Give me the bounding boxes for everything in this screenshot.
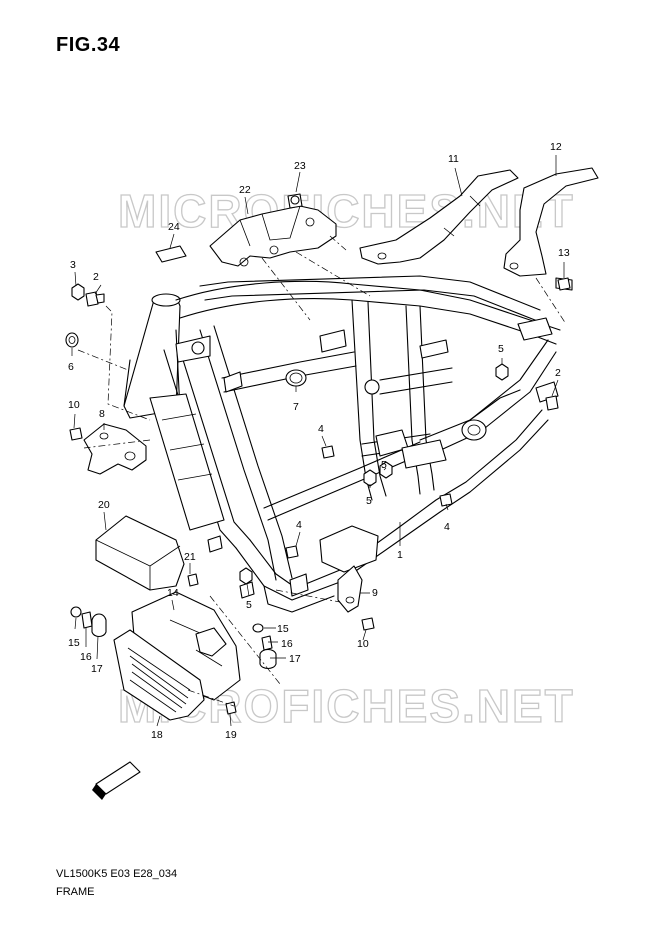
part-label-10-lower: 10	[357, 638, 369, 650]
forward-direction-badge: FWD	[92, 761, 141, 800]
main-frame	[123, 275, 561, 613]
part-label-13: 13	[558, 247, 570, 259]
side-cover	[131, 591, 241, 701]
part-label-6: 6	[68, 361, 74, 373]
part-label-21: 21	[184, 551, 196, 563]
battery-box	[95, 515, 185, 591]
part-label-16-right: 16	[281, 638, 293, 650]
part-labels: 1 2 2 3 4 4 4 5 5 5 5 6 7 8 9 10 10 11 1…	[68, 141, 570, 741]
part-label-19: 19	[225, 729, 237, 741]
part-label-12: 12	[550, 141, 562, 153]
part-label-5-upper: 5	[381, 459, 387, 471]
diagram-name: FRAME	[56, 886, 95, 898]
part-label-16-left: 16	[80, 651, 92, 663]
part-label-14: 14	[167, 587, 179, 599]
part-label-4-upper: 4	[318, 423, 324, 435]
left-small-parts	[65, 283, 147, 475]
part-label-17-right: 17	[289, 653, 301, 665]
watermark-top: MICROFICHES.NET	[118, 185, 575, 237]
part-label-15-right: 15	[277, 623, 289, 635]
part-label-2-left: 2	[93, 271, 99, 283]
part-label-24: 24	[168, 221, 180, 233]
grille-cover	[113, 629, 205, 721]
part-label-17-left: 17	[91, 663, 103, 675]
part-label-9: 9	[372, 587, 378, 599]
part-label-5-lower: 5	[246, 599, 252, 611]
part-label-20: 20	[98, 499, 110, 511]
part-label-23: 23	[294, 160, 306, 172]
rear-rail-left	[359, 169, 519, 265]
part-label-3: 3	[70, 259, 76, 271]
part-label-5-right: 5	[498, 343, 504, 355]
part-label-10-left: 10	[68, 399, 80, 411]
diagram-code: VL1500K5 E03 E28_034	[56, 868, 178, 880]
lower-hardware	[70, 277, 571, 715]
part-label-1: 1	[397, 549, 403, 561]
part-label-11: 11	[448, 153, 459, 165]
part-label-5-center: 5	[366, 495, 372, 507]
part-label-7: 7	[293, 401, 299, 413]
leader-lines	[71, 155, 567, 727]
figure-title: FIG.34	[56, 34, 121, 56]
top-bracket	[155, 193, 337, 267]
part-label-2-right: 2	[555, 367, 561, 379]
part-label-8: 8	[99, 408, 105, 420]
part-label-22: 22	[239, 184, 251, 196]
part-label-15-left: 15	[68, 637, 80, 649]
part-label-18: 18	[151, 729, 163, 741]
part-label-4-middle: 4	[296, 519, 302, 531]
part-label-4-right: 4	[444, 521, 450, 533]
